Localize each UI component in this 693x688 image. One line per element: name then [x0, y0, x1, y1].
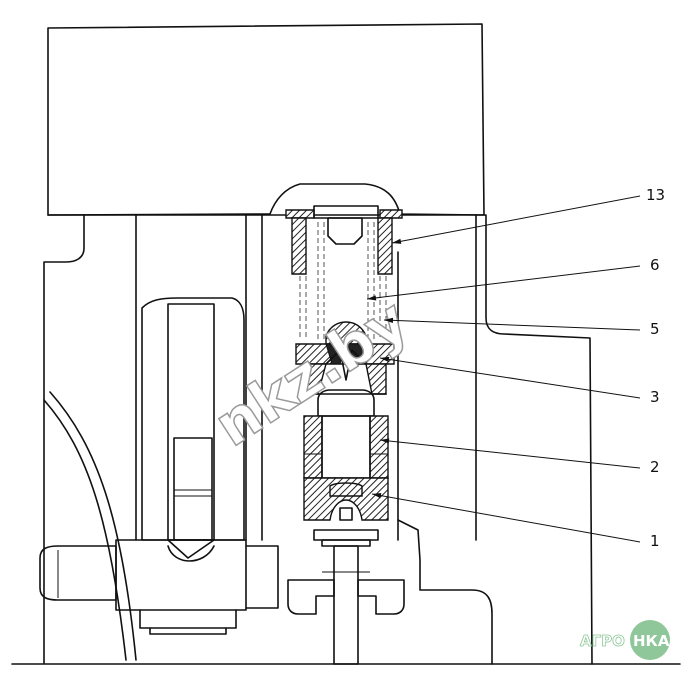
machine-frame — [11, 214, 681, 665]
callout-label-3: 3 — [650, 388, 660, 406]
callout-label-13: 13 — [646, 186, 665, 204]
callout-arrowhead-2 — [380, 438, 390, 444]
callout-leader-2 — [379, 439, 641, 469]
logo-text-left: АГРО — [580, 632, 625, 650]
callout-leader-5 — [383, 319, 641, 331]
callout-label-5: 5 — [650, 320, 660, 338]
lower-ejector-assembly — [39, 539, 279, 635]
callout-label-2: 2 — [650, 458, 660, 476]
callout-leader-13 — [391, 195, 641, 244]
callout-label-1: 1 — [650, 532, 660, 550]
callout-labels: 13 6 5 3 2 1 — [366, 186, 665, 550]
callout-leader-6 — [366, 265, 641, 300]
callout-arrowhead-6 — [367, 295, 377, 301]
callout-leader-1 — [371, 493, 641, 543]
callout-arrowhead-5 — [384, 317, 394, 323]
agronka-logo: АГРО НКА — [580, 620, 670, 660]
logo-text-right: НКА — [633, 632, 670, 650]
callout-arrowhead-13 — [392, 238, 402, 244]
callout-leader-3 — [379, 357, 641, 399]
callout-label-6: 6 — [650, 256, 660, 274]
callout-arrowhead-3 — [380, 356, 390, 362]
callout-arrowhead-1 — [372, 493, 382, 499]
ejector-rod — [287, 529, 405, 665]
die-stack-center — [285, 205, 403, 521]
upper-ram-block — [47, 23, 485, 216]
logo-circle — [630, 620, 670, 660]
